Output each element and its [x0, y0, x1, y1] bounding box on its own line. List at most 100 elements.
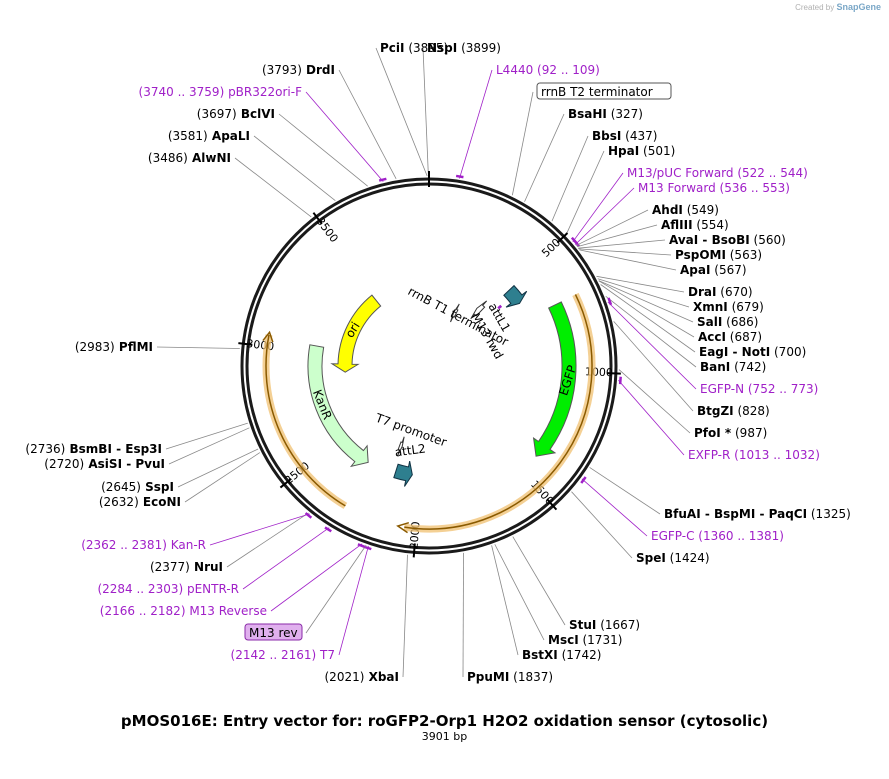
label-text: rrnB T2 terminator: [541, 85, 653, 99]
feature-attl2: [393, 460, 413, 487]
leader-36: [226, 512, 309, 568]
site-label-bfuai-bspmi-paqci: BfuAI - BspMI - PaqCI (1325): [664, 507, 851, 521]
site-label-bsmbi-esp3i: (2736) BsmBI - Esp3I: [25, 442, 162, 456]
site-label-bstxi: BstXI (1742): [522, 648, 601, 662]
site-position: (752 .. 773): [744, 382, 818, 396]
site-name: DrdI: [302, 63, 335, 77]
leader-8: [574, 187, 635, 245]
leader-33: [305, 545, 367, 634]
site-name: Kan-R: [167, 538, 206, 552]
leader-24: [589, 467, 661, 515]
tick-mark-500: [556, 232, 569, 244]
label-text: NspI (3899): [427, 41, 501, 55]
site-position: (1667): [596, 618, 640, 632]
site-position: (563): [726, 248, 762, 262]
site-label-xmni: XmnI (679): [693, 300, 764, 314]
feature-t7-promoter: [397, 436, 405, 456]
site-position: (742): [730, 360, 766, 374]
site-position: (2720): [44, 457, 84, 471]
leader-23: [618, 380, 685, 456]
leader-29: [491, 545, 519, 656]
site-position: (686): [722, 315, 758, 329]
site-position: (92 .. 109): [533, 63, 600, 77]
tick-mark-1000: [606, 372, 621, 375]
site-label-ppumi: PpuMI (1837): [467, 670, 553, 684]
leader-27: [512, 536, 566, 626]
leader-12: [578, 248, 672, 256]
label-text: M13 Forward (536 .. 553): [638, 181, 790, 195]
site-name: HpaI: [608, 144, 639, 158]
site-name: pENTR-R: [183, 582, 239, 596]
site-position: (437): [621, 129, 657, 143]
label-leader-lines: [156, 47, 697, 678]
leader-16: [598, 280, 694, 323]
leader-38: [184, 452, 261, 503]
site-name: EagI - NotI: [699, 345, 770, 359]
site-label-bani: BanI (742): [700, 360, 766, 374]
label-text: PspOMI (563): [675, 248, 762, 262]
label-text: (3793) DrdI: [262, 63, 335, 77]
leader-14: [596, 275, 685, 293]
leader-43: [234, 157, 312, 218]
site-position: (554): [693, 218, 729, 232]
site-position: (1013 .. 1032): [730, 448, 820, 462]
tick-mark-3000: [238, 342, 253, 346]
site-position: (522 .. 544): [734, 166, 808, 180]
label-text: (2166 .. 2182) M13 Reverse: [100, 604, 267, 618]
site-position: (2021): [325, 670, 365, 684]
label-text: EGFP-C (1360 .. 1381): [651, 529, 784, 543]
site-position: (2983): [75, 340, 115, 354]
site-position: (567): [710, 263, 746, 277]
site-position: (2377): [150, 560, 190, 574]
leader-5: [551, 135, 589, 222]
site-position: (1325): [807, 507, 851, 521]
primer-site-8: [573, 239, 581, 248]
orf-outline-line: [404, 294, 593, 530]
site-label-apai: ApaI (567): [680, 263, 747, 277]
leader-9: [575, 209, 649, 246]
site-name: EGFP-N: [700, 382, 744, 396]
site-position: (3740 .. 3759): [139, 85, 225, 99]
site-position: (327): [607, 107, 643, 121]
site-label-afliii: AflIII (554): [661, 218, 729, 232]
site-label-nspi: NspI (3899): [427, 41, 501, 55]
site-position: (549): [683, 203, 719, 217]
tick-mark-3500: [312, 212, 323, 225]
site-position: (687): [726, 330, 762, 344]
site-name: BstXI: [522, 648, 558, 662]
site-label-m13-puc-forward: M13/pUC Forward (522 .. 544): [627, 166, 808, 180]
site-label-acci: AccI (687): [698, 330, 762, 344]
leader-34: [270, 543, 363, 612]
label-text: SalI (686): [697, 315, 758, 329]
site-label-msci: MscI (1731): [548, 633, 622, 647]
site-label-nrui: (2377) NruI: [150, 560, 223, 574]
site-name: BclVI: [237, 107, 275, 121]
site-name: AflIII: [661, 218, 693, 232]
site-name: BtgZI: [697, 404, 734, 418]
feature-attl1: [503, 284, 528, 308]
site-label-pentr-r: (2284 .. 2303) pENTR-R: [97, 582, 239, 596]
site-position: (2736): [25, 442, 65, 456]
leader-18: [600, 284, 696, 353]
label-text: M13/pUC Forward (522 .. 544): [627, 166, 808, 180]
leader-44: [253, 135, 336, 201]
label-text: (3486) AlwNI: [148, 151, 231, 165]
primer-site-37: [304, 512, 313, 519]
feature-m13-fwd: [497, 304, 503, 310]
site-label-spei: SpeI (1424): [636, 551, 710, 565]
site-position: (987): [731, 426, 767, 440]
site-position: (560): [750, 233, 786, 247]
site-name: PfoI *: [694, 426, 732, 440]
site-position: (1742): [558, 648, 602, 662]
label-text: ApaI (567): [680, 263, 747, 277]
label-text: EGFP-N (752 .. 773): [700, 382, 818, 396]
site-name: EcoNI: [139, 495, 181, 509]
site-label-m13-rev: M13 rev: [244, 623, 303, 641]
leader-37: [209, 513, 310, 546]
site-label-alwni: (3486) AlwNI: [148, 151, 231, 165]
label-text: AhdI (549): [652, 203, 719, 217]
site-label-egfp-n: EGFP-N (752 .. 773): [700, 382, 818, 396]
snapgene-credit: Created by SnapGene: [795, 2, 881, 12]
label-text: PfoI * (987): [694, 426, 767, 440]
